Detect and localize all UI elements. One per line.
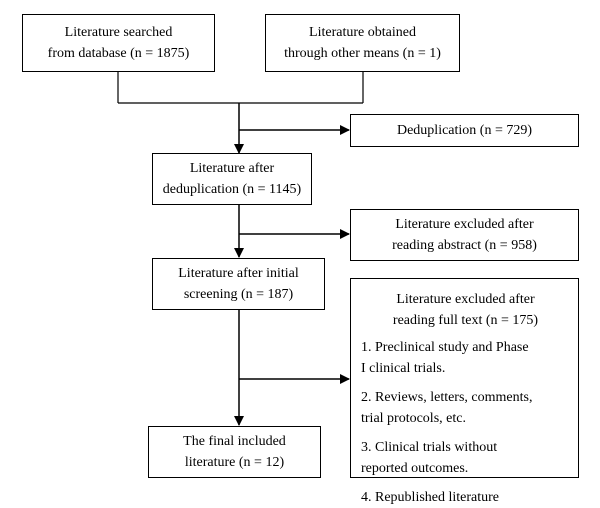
box-literature-after-initial-screening: Literature after initial screening (n = … bbox=[152, 258, 325, 310]
box-literature-searched-database: Literature searched from database (n = 1… bbox=[22, 14, 215, 72]
text-line: The final included bbox=[183, 434, 286, 449]
text-line: literature (n = 12) bbox=[184, 455, 285, 470]
text-line: Literature after bbox=[189, 161, 275, 176]
box-excluded-after-abstract: Literature excluded after reading abstra… bbox=[350, 209, 579, 261]
exclusion-reason-3: 3. Clinical trials without reported outc… bbox=[361, 437, 570, 479]
box-final-included-literature: The final included literature (n = 12) bbox=[148, 426, 321, 478]
box-literature-after-deduplication: Literature after deduplication (n = 1145… bbox=[152, 153, 312, 205]
exclusion-reason-1: 1. Preclinical study and Phase I clinica… bbox=[361, 337, 570, 379]
box-literature-other-means: Literature obtained through other means … bbox=[265, 14, 460, 72]
text-line: reported outcomes. bbox=[361, 461, 469, 476]
text-line: 2. Reviews, letters, comments, bbox=[361, 390, 533, 405]
text-line: from database (n = 1875) bbox=[47, 46, 190, 61]
text-line: through other means (n = 1) bbox=[284, 46, 441, 61]
text-line: 1. Preclinical study and Phase bbox=[361, 340, 529, 355]
exclusion-reason-4: 4. Republished literature bbox=[361, 487, 570, 508]
text-line: Literature excluded after bbox=[395, 217, 534, 232]
exclusion-reason-2: 2. Reviews, letters, comments, trial pro… bbox=[361, 387, 570, 429]
text-line: deduplication (n = 1145) bbox=[162, 182, 302, 197]
text-line: 4. Republished literature bbox=[361, 490, 500, 505]
box-excluded-after-full-text: Literature excluded after reading full t… bbox=[350, 278, 579, 505]
excluded-full-text-heading: Literature excluded after reading full t… bbox=[361, 289, 570, 331]
text-line: trial protocols, etc. bbox=[361, 411, 466, 426]
text-line: Deduplication (n = 729) bbox=[396, 123, 533, 138]
text-line: Literature after initial bbox=[178, 266, 299, 281]
box-deduplication: Deduplication (n = 729) bbox=[350, 114, 579, 147]
text-line: 3. Clinical trials without bbox=[361, 440, 498, 455]
text-line: reading full text (n = 175) bbox=[392, 313, 539, 328]
text-line: I clinical trials. bbox=[361, 361, 446, 376]
text-line: Literature excluded after bbox=[396, 292, 535, 307]
text-line: Literature obtained bbox=[309, 25, 416, 40]
text-line: reading abstract (n = 958) bbox=[392, 238, 537, 253]
text-line: screening (n = 187) bbox=[183, 287, 294, 302]
text-line: Literature searched bbox=[64, 25, 173, 40]
